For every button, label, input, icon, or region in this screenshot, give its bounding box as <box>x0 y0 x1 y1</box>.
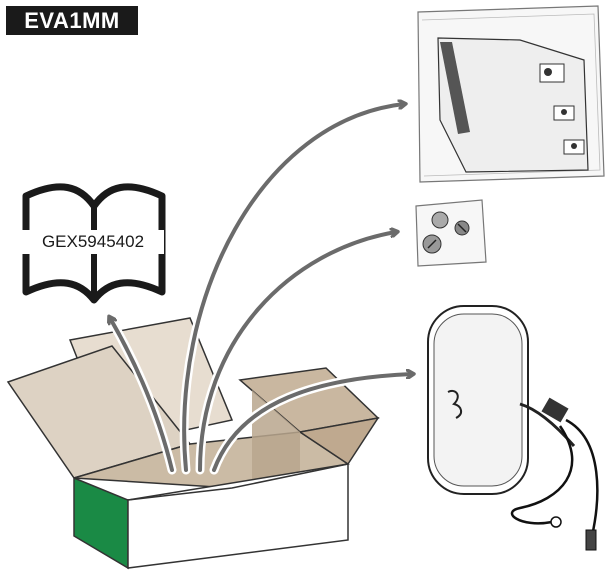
manual-document-code: GEX5945402 <box>22 230 164 254</box>
modem-module-bag-icon <box>418 6 604 182</box>
screws-bag-icon <box>416 200 486 266</box>
antenna-icon <box>428 306 597 550</box>
model-label: EVA1MM <box>6 6 138 35</box>
